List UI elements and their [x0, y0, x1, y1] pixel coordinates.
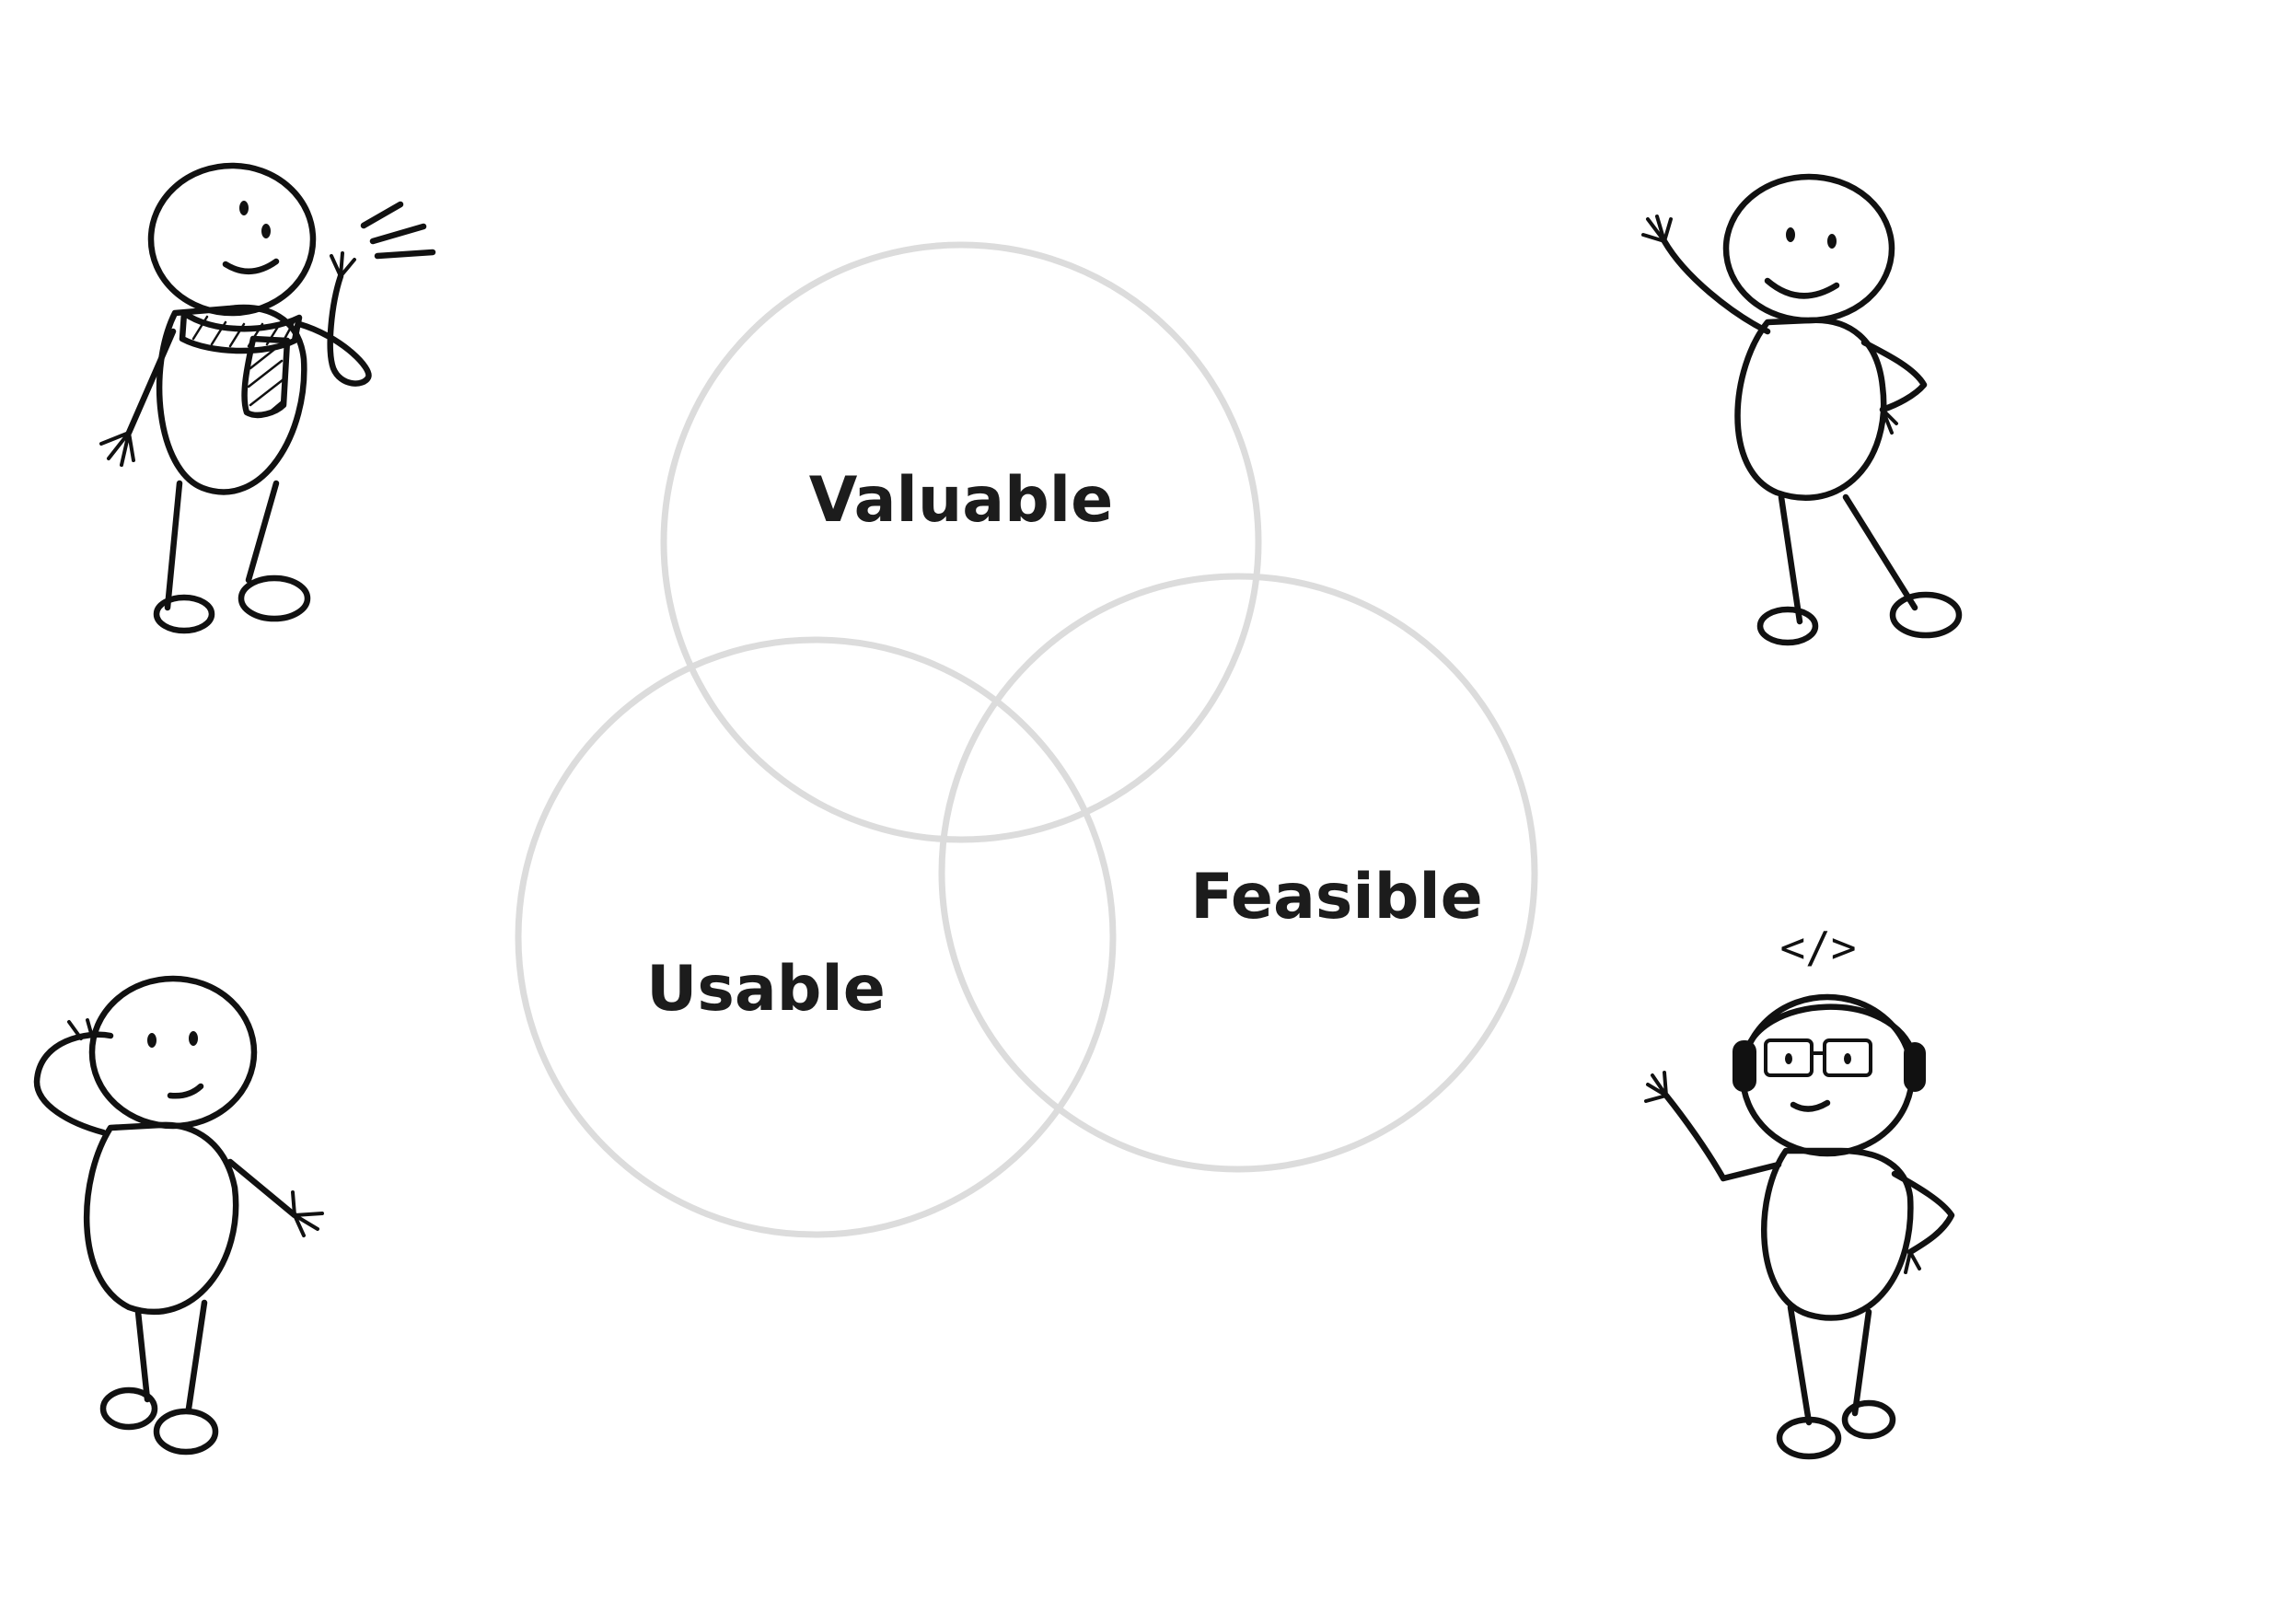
venn-circles: [515, 241, 1538, 1238]
circle-usable: [515, 636, 1117, 1238]
label-valuable: Valuable: [809, 464, 1114, 537]
developer-badge-text: </>: [1779, 922, 1856, 972]
stick-figure-thinking-icon: [33, 975, 324, 1456]
stick-figure-developer-icon: </>: [1644, 922, 1955, 1460]
circle-feasible: [938, 573, 1538, 1173]
stick-figure-waving-icon: [1641, 173, 1963, 646]
circle-valuable: [660, 241, 1262, 843]
stick-figure-calling-icon: [99, 162, 436, 634]
label-usable: Usable: [646, 953, 886, 1026]
label-feasible: Feasible: [1190, 861, 1483, 934]
